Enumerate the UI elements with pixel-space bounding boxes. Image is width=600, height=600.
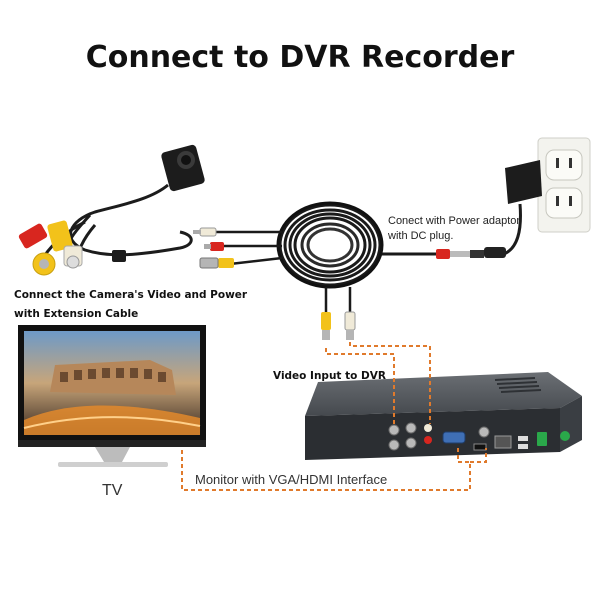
camera-connection-label: Connect the Camera's Video and Power wit… — [14, 289, 248, 320]
power-adaptor — [484, 160, 542, 258]
power-adaptor-label: Conect with Power adaptor with DC plug. — [388, 214, 538, 244]
page-title: Connect to DVR Recorder — [85, 40, 515, 75]
tv-monitor — [18, 325, 206, 467]
power-adaptor-label-line1: Conect with Power adaptor — [388, 215, 521, 227]
power-adaptor-label-line2: with DC plug. — [388, 230, 454, 242]
tv-label: TV — [102, 482, 123, 499]
extension-cable-reel — [276, 201, 384, 289]
camera-connectors — [18, 220, 83, 276]
monitor-interface-label: Monitor with VGA/HDMI Interface — [195, 472, 388, 487]
video-input-label: Video Input to DVR — [273, 370, 386, 382]
dashed-connection-lines — [181, 342, 487, 491]
extension-cable-camera-end — [193, 227, 283, 269]
bnc-ports — [388, 422, 490, 451]
wall-outlet — [537, 137, 591, 233]
dvr-recorder — [305, 372, 582, 460]
dc-power-cable — [380, 249, 484, 259]
extension-cable-dvr-end — [321, 287, 356, 340]
